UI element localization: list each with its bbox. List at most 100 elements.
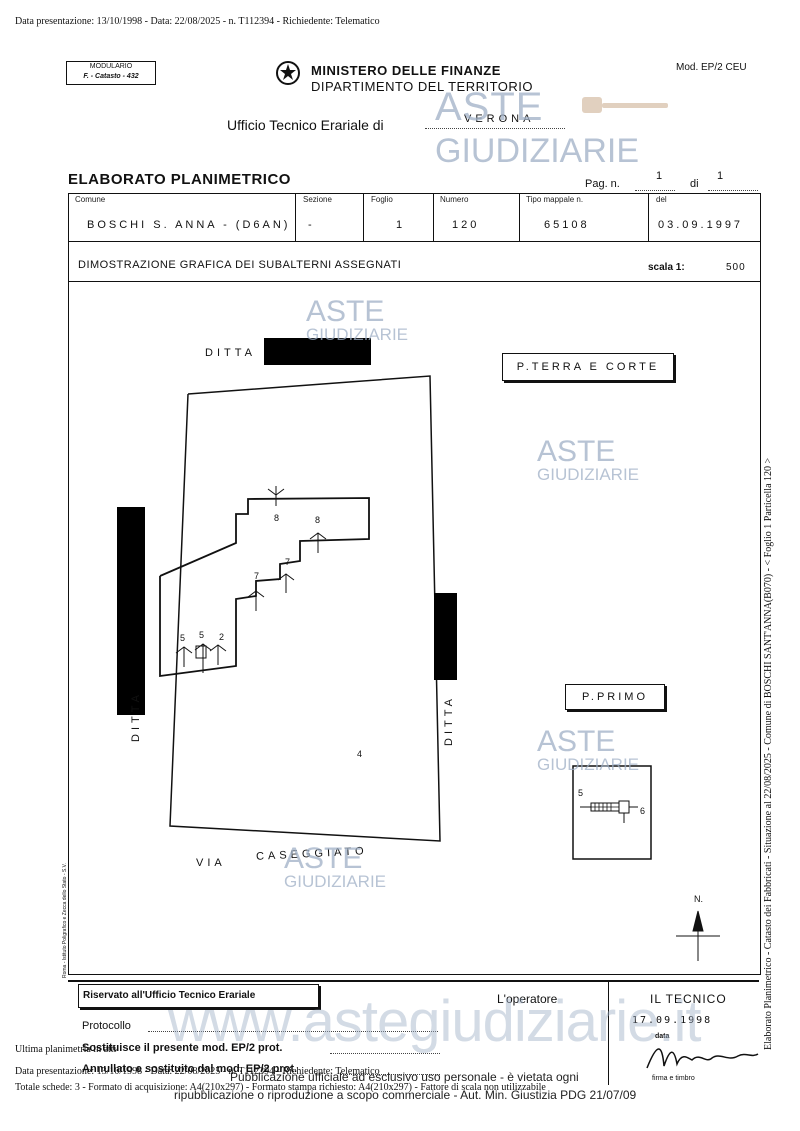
sub-number: 6 — [640, 806, 646, 816]
north-label: N. — [694, 894, 703, 904]
redacted-block — [117, 507, 145, 715]
reserved-box: Riservato all'Ufficio Tecnico Erariale — [78, 984, 319, 1008]
comune-value: BOSCHI S. ANNA - (D6AN) — [87, 219, 291, 231]
foglio-value: 1 — [396, 219, 406, 231]
presentazione-text: Data presentazione: 13/10/1998 - Data: 2… — [15, 1066, 380, 1077]
divider — [433, 193, 434, 241]
sub-number: 2 — [219, 632, 225, 642]
sub-number: 8 — [315, 515, 321, 525]
sezione-value: - — [308, 219, 315, 231]
tipo-value: 65108 — [544, 219, 590, 231]
firma-label: firma e timbro — [652, 1075, 695, 1082]
footer-section — [68, 980, 759, 1087]
watermark-giudiziarie: GIUDIZIARIE — [284, 872, 387, 891]
ministry-line2: DIPARTIMENTO DEL TERRITORIO — [311, 79, 534, 94]
office-city: VERONA — [464, 113, 535, 125]
annullato-label: Annullato e sostituito dal mod. EP/2 pro… — [82, 1063, 298, 1075]
printer-text: Roma - Istituto Poligrafico e Zecca dell… — [62, 863, 68, 978]
page-label: Pag. n. — [585, 178, 620, 190]
watermark-giudiziarie: GIUDIZIARIE — [435, 132, 640, 170]
top-info: Data presentazione: 13/10/1998 - Data: 2… — [15, 16, 380, 27]
ultima-text: Ultima planimetria in atti — [15, 1044, 117, 1055]
ditta-right-label: DITTA — [443, 695, 455, 746]
page-of-label: di — [690, 178, 699, 190]
divider — [363, 193, 364, 241]
watermark-giudiziarie: GIUDIZIARIE — [306, 325, 409, 344]
emblem-icon — [275, 60, 301, 86]
watermark-giudiziarie: GIUDIZIARIE — [537, 755, 640, 774]
sub-number: 5 — [199, 630, 205, 640]
side-text: Elaborato Planimetrico - Catasto dei Fab… — [763, 457, 774, 1050]
plot-boundary — [169, 375, 441, 842]
watermark-aste: ASTE — [435, 85, 544, 129]
reserved-label: Riservato all'Ufficio Tecnico Erariale — [83, 990, 256, 1001]
sub-number: 7 — [254, 571, 260, 581]
redacted-block — [264, 338, 371, 365]
operatore-label: L'operatore — [497, 992, 558, 1006]
sub-number: 5 — [578, 788, 584, 798]
scale-value: 500 — [726, 262, 746, 273]
watermark-site: www.astegiudiziarie.it — [168, 989, 701, 1054]
first-floor-label: P.PRIMO — [565, 684, 665, 710]
protocollo-dots — [148, 1031, 438, 1032]
page-total: 1 — [717, 170, 724, 182]
watermark-aste: ASTE — [537, 725, 616, 758]
office-label: Ufficio Tecnico Erariale di — [227, 117, 384, 133]
data-label: data — [655, 1033, 670, 1040]
sub-number: 7 — [285, 557, 291, 567]
modulario-line1: MODULARIO — [89, 63, 133, 70]
modulario-box: MODULARIO F. - Catasto - 432 — [66, 61, 156, 85]
watermark-logo-large: ASTE — [435, 85, 543, 130]
first-floor-outline — [572, 765, 652, 860]
del-label: del — [656, 195, 667, 204]
sub-number: 5 — [180, 633, 186, 643]
page-title: ELABORATO PLANIMETRICO — [68, 171, 291, 188]
sostituisce-label: Sostituisce il presente mod. EP/2 prot. — [82, 1042, 283, 1054]
annullato-dots — [340, 1074, 440, 1075]
divider — [648, 193, 649, 241]
tecnico-label: IL TECNICO — [650, 992, 727, 1006]
sub-number: 4 — [357, 749, 363, 759]
demo-row: DIMOSTRAZIONE GRAFICA DEI SUBALTERNI ASS… — [68, 241, 761, 282]
modulario-line2: F. - Catasto - 432 — [83, 73, 139, 80]
sezione-label: Sezione — [303, 195, 332, 204]
divider — [295, 193, 296, 241]
protocollo-label: Protocollo — [82, 1020, 131, 1032]
building-outline — [159, 497, 370, 678]
subaltern-arrows — [175, 486, 327, 673]
watermark-notice-2: ripubblicazione o riproduzione a scopo c… — [174, 1088, 637, 1102]
mod-code: Mod. EP/2 CEU — [676, 62, 747, 73]
watermark-aste: ASTE — [306, 295, 385, 328]
watermark-giudiziarie: GIUDIZIARIE — [537, 465, 640, 484]
del-value: 03.09.1997 — [658, 219, 744, 231]
sostituisce-dots — [330, 1053, 440, 1054]
signature-icon — [646, 1048, 759, 1069]
watermark-aste: ASTE — [537, 435, 616, 468]
via-label: VIA — [196, 857, 226, 869]
sub-number: 8 — [274, 513, 280, 523]
floor-plan-drawing — [159, 375, 720, 961]
numero-label: Numero — [440, 195, 469, 204]
ground-floor-label: P.TERRA E CORTE — [502, 353, 674, 381]
fields-row: Comune BOSCHI S. ANNA - (D6AN) Sezione -… — [68, 193, 761, 242]
page-total-dots — [708, 190, 758, 191]
gavel-icon — [580, 95, 670, 117]
watermark-notice-1: Pubblicazione ufficiale ad esclusivo uso… — [230, 1070, 579, 1084]
office-dots — [425, 128, 565, 129]
page-num: 1 — [656, 170, 663, 182]
north-arrow-icon — [676, 910, 720, 961]
watermark-aste: ASTE — [284, 842, 363, 875]
divider — [608, 980, 609, 1085]
tecnico-date: 17.09.1998 — [632, 1015, 713, 1026]
main-frame — [68, 193, 761, 975]
totale-text: Totale schede: 3 - Formato di acquisizio… — [15, 1082, 546, 1093]
redacted-block — [434, 593, 457, 680]
ministry-line1: MINISTERO DELLE FINANZE — [311, 63, 501, 78]
foglio-label: Foglio — [371, 195, 393, 204]
page-num-dots — [635, 190, 675, 191]
demo-label: DIMOSTRAZIONE GRAFICA DEI SUBALTERNI ASS… — [78, 259, 402, 271]
tipo-label: Tipo mappale n. — [526, 195, 584, 204]
ditta-top-label: DITTA — [205, 347, 256, 359]
scale-label: scala 1: — [648, 262, 685, 273]
numero-value: 120 — [452, 219, 480, 231]
